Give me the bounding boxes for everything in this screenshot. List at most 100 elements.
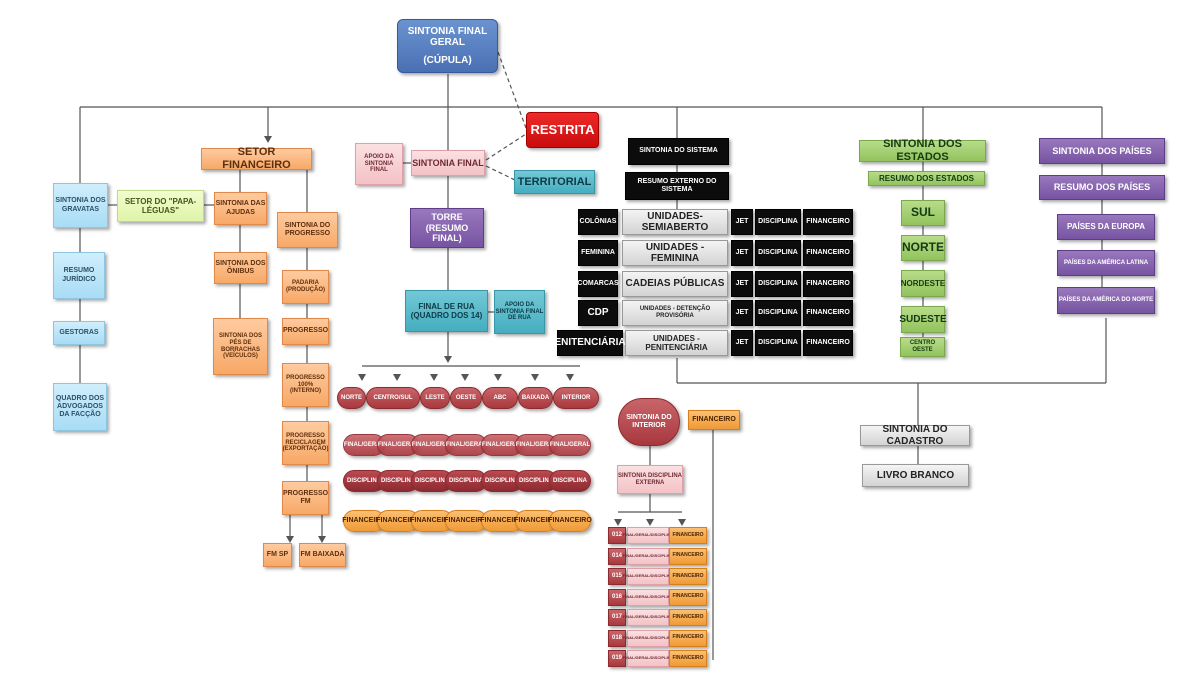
sintonia-final-label: SINTONIA FINAL <box>412 157 484 168</box>
estado-0: SUL <box>901 200 945 226</box>
sistema-left-0: COLÔNIAS <box>578 209 618 235</box>
sistema-jet-2-label: JET <box>735 279 749 287</box>
sistema-left-1: FEMININA <box>578 240 618 266</box>
region-financeiro-2-label: FINANCEIRO <box>410 516 454 524</box>
resumo-dos-estados-box: RESUMO DOS ESTADOS <box>868 171 985 186</box>
sistema-jet-3: JET <box>731 300 753 326</box>
ddd-final-019: FINAL/GERAL/DISCIPLINA <box>623 650 673 667</box>
sistema-disciplina-2-label: DISCIPLINA <box>758 279 798 287</box>
cadastro-label: SINTONIA DO CADASTRO <box>882 424 948 447</box>
region-final-5-label: FINAL/GERAL <box>515 441 557 448</box>
paises-4: PAÍSES DA AMÉRICA DO NORTE <box>1057 287 1155 314</box>
fm-sp-label: FM SP <box>266 550 289 558</box>
region-1-box: CENTRO/SUL <box>366 387 420 409</box>
region-6-box: INTERIOR <box>553 387 599 409</box>
ddd-final-014-label: FINAL/GERAL/DISCIPLINA <box>622 552 674 558</box>
resumo-externo-label: RESUMO EXTERNO DO SISTEMA <box>637 177 717 193</box>
estado-4-label: CENTRO OESTE <box>909 340 936 353</box>
region-disciplina-5-label: DISCIPLINA <box>518 477 553 484</box>
estado-1-label: NORTE <box>902 240 944 255</box>
sistema-financeiro-1: FINANCEIRO <box>803 240 853 266</box>
sistema-unit-0: UNIDADES- SEMIABERTO <box>622 209 728 235</box>
progresso-100-label: PROGRESSO 100% (INTERNO) <box>286 374 325 395</box>
sistema-jet-0: JET <box>731 209 753 235</box>
sistema-left-3: CDP <box>578 300 618 326</box>
region-disciplina-0-label: DISCIPLINA <box>346 477 381 484</box>
apoio-rua-label: APOIO DA SINTONIA FINAL DE RUA <box>495 301 544 322</box>
region-financeiro-4: FINANCEIRO <box>480 510 524 532</box>
region-final-4-label: FINAL/GERAL <box>481 441 523 448</box>
region-5-box: BAIXADA <box>518 387 553 409</box>
ddd-code-016: 016 <box>608 588 626 606</box>
sintonia-disciplina-externa-box: SINTONIA DISCIPLINA EXTERNA <box>617 465 683 494</box>
ddd-fin-012: FINANCEIRO <box>669 527 707 544</box>
sistema-unit-4-label: UNIDADES - PENITENCIÁRIA <box>645 333 708 352</box>
region-final-6: FINAL/GERAL <box>549 434 591 456</box>
sistema-jet-2: JET <box>731 271 753 297</box>
sistema-jet-4-label: JET <box>735 338 749 346</box>
resumo-estados-label: RESUMO DOS ESTADOS <box>879 173 974 183</box>
sistema-financeiro-0-label: FINANCEIRO <box>806 217 850 225</box>
region-6-box-label: INTERIOR <box>561 394 591 401</box>
ddd-code-018: 018 <box>608 629 626 647</box>
ddd-fin-019: FINANCEIRO <box>669 650 707 667</box>
region-financeiro-5-label: FINANCEIRO <box>514 516 558 524</box>
padaria-box: PADARIA (PRODUÇÃO) <box>282 270 329 304</box>
region-final-2-label: FINAL/GERAL <box>411 441 453 448</box>
ddd-fin-014: FINANCEIRO <box>669 547 707 565</box>
region-4-box: ABC <box>482 387 518 409</box>
region-disciplina-6: DISCIPLINA <box>549 470 591 492</box>
sintonia-do-cadastro-box: SINTONIA DO CADASTRO <box>860 424 970 447</box>
ddd-final-018: FINAL/GERAL/DISCIPLINA <box>623 629 673 647</box>
sistema-disciplina-4: DISCIPLINA <box>755 330 801 356</box>
sistema-disciplina-3: DISCIPLINA <box>755 300 801 326</box>
sistema-financeiro-0: FINANCEIRO <box>803 209 853 235</box>
restrita-box: RESTRITA <box>526 112 599 148</box>
ddd-code-014: 014 <box>608 547 626 565</box>
ddd-final-015: FINAL/GERAL/DISCIPLINA <box>623 568 673 585</box>
cupula-label: (CÚPULA) <box>423 54 472 66</box>
ddd-fin-018-label: FINANCEIRO <box>672 634 704 641</box>
ddd-code-014-label: 014 <box>611 552 622 559</box>
estado-2-label: NORDESTE <box>900 278 946 288</box>
gravatas-label: SINTONIA DOS GRAVATAS <box>55 197 106 213</box>
region-1-box-label: CENTRO/SUL <box>373 394 413 401</box>
region-financeiro-5: FINANCEIRO <box>514 510 558 532</box>
region-final-0: FINAL/GERAL <box>343 434 385 456</box>
ddd-final-015-label: FINAL/GERAL/DISCIPLINA <box>622 573 674 579</box>
territorial-box: TERRITORIAL <box>514 170 595 194</box>
ddd-final-016: FINAL/GERAL/DISCIPLINA <box>623 588 673 606</box>
sistema-financeiro-2: FINANCEIRO <box>803 271 853 297</box>
disciplina-externa-label: SINTONIA DISCIPLINA EXTERNA <box>618 472 683 486</box>
apoio-final-de-rua-box: APOIO DA SINTONIA FINAL DE RUA <box>494 290 545 334</box>
ddd-fin-018: FINANCEIRO <box>669 629 707 647</box>
ddd-code-018-label: 018 <box>611 634 622 641</box>
region-final-5: FINAL/GERAL <box>515 434 557 456</box>
ddd-code-017-label: 017 <box>611 614 622 621</box>
sistema-unit-3: UNIDADES - DETENÇÃO PROVISÓRIA <box>622 300 728 326</box>
estado-4: CENTRO OESTE <box>900 337 945 357</box>
pes-borrachas-label: SINTONIA DOS PÉS DE BORRACHAS (VEÍCULOS) <box>218 332 262 360</box>
ddd-code-015-label: 015 <box>611 573 622 580</box>
setor-financeiro-label: SETOR FINANCEIRO <box>222 146 291 171</box>
region-0-box-label: NORTE <box>341 394 362 401</box>
padaria-label: PADARIA (PRODUÇÃO) <box>286 280 325 293</box>
paises-3-label: PAÍSES DA AMÉRICA LATINA <box>1063 259 1149 266</box>
apoio-sintonia-final-box: APOIO DA SINTONIA FINAL <box>355 143 403 185</box>
setor-financeiro-box: SETOR FINANCEIRO <box>201 146 312 171</box>
sistema-disciplina-0: DISCIPLINA <box>755 209 801 235</box>
sistema-disciplina-4-label: DISCIPLINA <box>758 338 798 346</box>
sintonia-do-sistema-box: SINTONIA DO SISTEMA <box>628 138 729 165</box>
region-2-box: LESTE <box>420 387 450 409</box>
sistema-left-2-label: COMARCAS <box>577 279 619 287</box>
sintonia-das-ajudas-box: SINTONIA DAS AJUDAS <box>214 192 267 225</box>
sintonia-dos-gravatas-box: SINTONIA DOS GRAVATAS <box>53 183 108 228</box>
papa-leguas-box: SETOR DO "PAPA-LÉGUAS" <box>117 190 204 222</box>
paises-2-label: PAÍSES DA EUROPA <box>1066 222 1146 232</box>
region-3-box: OESTE <box>450 387 482 409</box>
ajudas-label: SINTONIA DAS AJUDAS <box>215 200 266 216</box>
ddd-final-014: FINAL/GERAL/DISCIPLINA <box>623 547 673 565</box>
paises-0-label: SINTONIA DOS PAÍSES <box>1052 145 1152 156</box>
region-financeiro-6: FINANCEIRO <box>548 510 592 532</box>
region-disciplina-2-label: DISCIPLINA <box>414 477 449 484</box>
